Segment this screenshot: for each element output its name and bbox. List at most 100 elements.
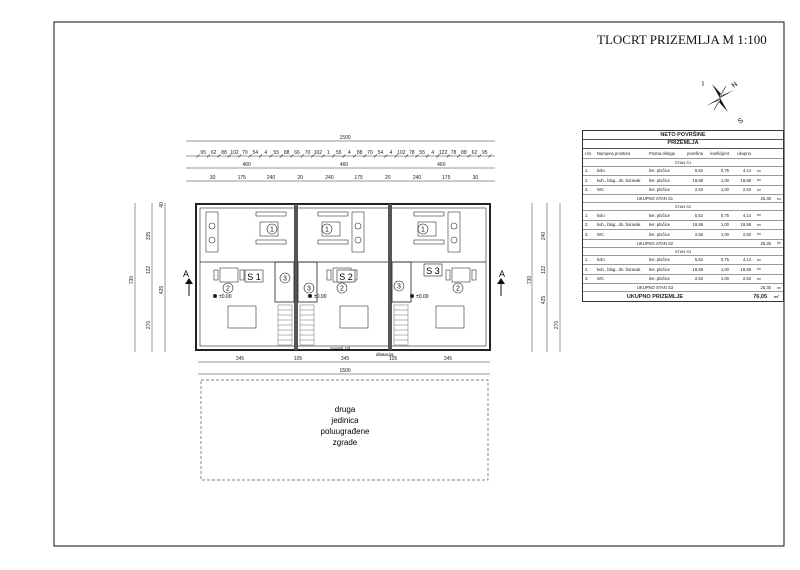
total-value: 76,05: [753, 293, 767, 300]
dim-left: 270: [146, 321, 152, 330]
table-cell-unit: m²: [756, 222, 761, 227]
dim-top-row1: 62: [472, 150, 478, 156]
annotation-dilatacija: dilatacija: [376, 352, 394, 357]
table-group-heading: STAN S1: [583, 159, 783, 167]
table-cell-unit: m²: [756, 168, 761, 173]
table-cell-no: 2.: [585, 266, 589, 272]
dim-top-row1: 88: [221, 150, 227, 156]
table-cell-area: 18,68: [692, 222, 703, 228]
room-number: 2: [456, 286, 460, 293]
col-namjena: Namjena prostora: [597, 150, 631, 156]
dim-top-row3: 240: [267, 175, 276, 181]
table-cell-unit: m²: [756, 267, 761, 272]
elevation-marks: ±0.00 ±0.00 ±0.00: [213, 294, 429, 300]
elevation-s3: ±0.00: [416, 294, 429, 300]
side-dimension-lines: [134, 203, 561, 352]
annotation-zid: zaostri zid: [330, 346, 351, 351]
other-unit-line-4: zgrade: [333, 438, 358, 447]
other-unit-line-1: druga: [335, 405, 356, 414]
stairs: [277, 304, 409, 346]
subtotal-sum_label: UKUPNO STAN S1: [636, 196, 674, 201]
table-group-heading: STAN S2: [583, 203, 783, 211]
dim-top-overall: 1500: [339, 135, 350, 141]
table-cell-area: 5,52: [694, 212, 703, 218]
top-dimension-lines: [186, 140, 495, 182]
dim-top-row3: 20: [385, 175, 391, 181]
dim-top-row2: 460: [340, 162, 349, 168]
net-area-table: NETO POVRŠINE PRIZEMLJA r.br. Namjena pr…: [582, 130, 784, 302]
dim-top-row1: 102: [397, 150, 406, 156]
section-mark-right: A: [499, 269, 505, 279]
table-cell-coef: 1,00: [720, 266, 729, 272]
dim-top-row1: 4: [264, 150, 267, 156]
room-number-marker: [266, 223, 278, 235]
dim-top-row1: 95: [200, 150, 206, 156]
room-number-marker: [417, 223, 429, 235]
sheet-frame: [53, 21, 785, 547]
dim-left: 425: [159, 286, 165, 295]
table-cell-name: kuh., blag., dn. boravak: [597, 177, 641, 183]
dim-left: 40: [159, 202, 165, 208]
dim-top-row1: 88: [357, 150, 363, 156]
other-unit-line-3: poluugrađene: [321, 427, 370, 436]
dim-top-row2: 460: [242, 162, 251, 168]
dim-top-row1: 55: [336, 150, 342, 156]
subtotal-sum_unit: m²: [776, 196, 781, 201]
dim-bottom-overall: 1500: [339, 368, 350, 374]
table-cell-floor: ker. pločice: [649, 168, 670, 174]
table-cell-coef: 1,00: [720, 187, 729, 193]
dim-bottom-row: 105: [389, 356, 398, 362]
dim-top-row1: 1: [327, 150, 330, 156]
north-letter-i: I: [702, 81, 704, 88]
unit-label-s3: S 3: [426, 266, 440, 276]
dim-bottom-row: 345: [236, 356, 245, 362]
table-cell-no: 3.: [585, 231, 589, 237]
section-marks: A A: [183, 269, 505, 296]
table-cell-area: 18,68: [692, 266, 703, 272]
col-povrsina: površina: [687, 150, 703, 156]
dim-top-row1: 55: [273, 150, 279, 156]
table-cell-floor: ker. pločice: [649, 222, 670, 228]
dim-right: 425: [541, 296, 547, 305]
table-cell-area: 18,68: [692, 177, 703, 183]
total-unit: m²: [774, 294, 779, 299]
north-letter-n: N: [731, 81, 739, 90]
unit-label-s1: S 1: [247, 272, 261, 282]
table-cell-floor: ker. pločice: [649, 231, 670, 237]
other-unit-outline: [200, 379, 489, 481]
table-cell-coef: 0,75: [720, 168, 729, 174]
table-cell-total: 2,53: [742, 187, 751, 193]
table-cell-area: 5,52: [694, 168, 703, 174]
bottom-dimension-lines: [198, 361, 490, 375]
elevation-s2: ±0.00: [314, 294, 327, 300]
table-cell-floor: ker. pločice: [649, 187, 670, 193]
dim-top-row3: 175: [354, 175, 363, 181]
dim-top-row1: 54: [253, 150, 259, 156]
table-cell-name: kolo: [597, 257, 605, 263]
table-cell-no: 1.: [585, 168, 589, 174]
table-cell-no: 1.: [585, 212, 589, 218]
table-cell-unit: m²: [756, 178, 761, 183]
dim-top-row3: 175: [238, 175, 247, 181]
table-cell-total: 18,68: [740, 266, 751, 272]
room-number: 1: [270, 227, 274, 234]
room-number: 3: [283, 276, 287, 283]
subtotal-sum: 25,35: [760, 196, 771, 201]
table-cell-coef: 1,00: [720, 177, 729, 183]
dim-right: 730: [527, 276, 533, 285]
subtotal-sum_unit: m²: [776, 285, 781, 290]
table-cell-unit: m²: [756, 187, 761, 192]
table-cell-name: WC: [597, 187, 604, 193]
dim-top-row1: 78: [409, 150, 415, 156]
table-cell-area: 2,53: [694, 187, 703, 193]
building-walls: [195, 203, 491, 351]
table-cell-total: 4,14: [742, 212, 751, 218]
table-cell-total: 4,14: [742, 168, 751, 174]
room-number: 3: [397, 284, 401, 291]
table-cell-coef: 1,00: [720, 222, 729, 228]
